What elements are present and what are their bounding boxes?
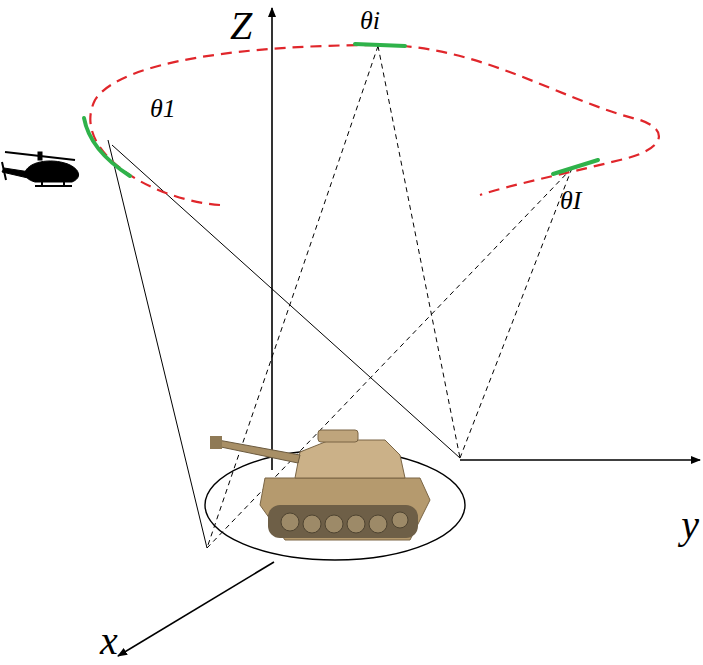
axis-label: y [681, 505, 699, 545]
aperture-segments [84, 44, 598, 176]
axis-label: x [100, 621, 118, 661]
tank [210, 430, 430, 540]
z-axis [271, 8, 273, 470]
axis-label: Z [230, 6, 252, 46]
x-axis [118, 562, 274, 656]
angle-label: θi [360, 8, 380, 34]
helicopter [2, 152, 79, 186]
flight-path [90, 45, 659, 205]
y-axis [460, 459, 700, 461]
sight-lines [108, 46, 572, 548]
angle-label: θ1 [150, 96, 176, 122]
angle-label: θI [560, 188, 581, 214]
